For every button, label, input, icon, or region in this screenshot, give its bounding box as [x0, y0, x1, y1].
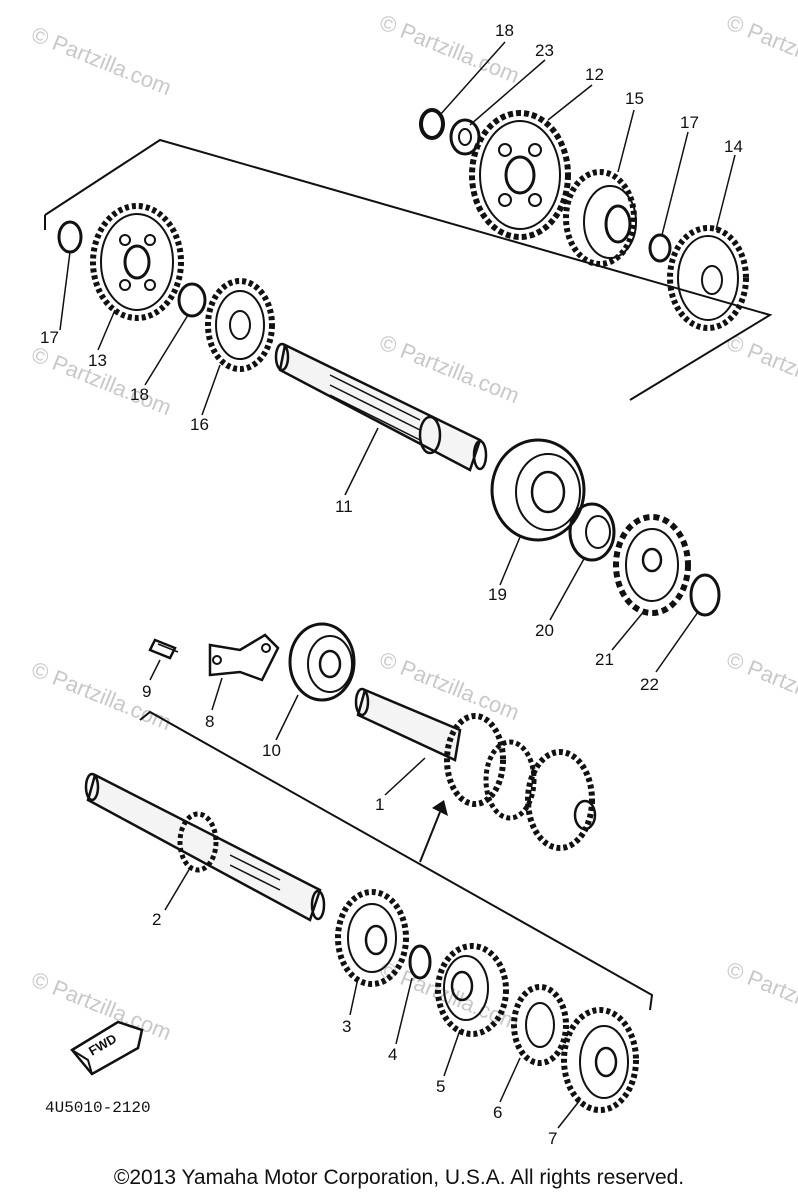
part-21-drive-sprocket[interactable]: [613, 514, 691, 616]
part-label-7: 7: [548, 1129, 557, 1148]
part-17-circlip[interactable]: [648, 233, 672, 263]
bracket-arrow-line: [419, 811, 441, 863]
assembly-bracket-lower: [139, 710, 654, 1011]
part-label-17-left: 17: [40, 328, 59, 347]
part-9-bolt[interactable]: [148, 638, 179, 660]
watermark: © Partzilla.com: [723, 9, 798, 88]
watermark: © Partzilla.com: [723, 646, 798, 725]
part-label-10: 10: [262, 741, 281, 760]
part-label-8: 8: [205, 712, 214, 731]
part-15-gear[interactable]: [563, 169, 637, 267]
part-label-3: 3: [342, 1017, 351, 1036]
part-5-gear[interactable]: [435, 943, 509, 1037]
part-label-15: 15: [625, 89, 644, 108]
part-10-bearing[interactable]: [288, 622, 356, 702]
copyright-notice: ©2013 Yamaha Motor Corporation, U.S.A. A…: [113, 1166, 685, 1189]
part-1-drive-axle[interactable]: [354, 687, 597, 851]
part-14-gear[interactable]: [667, 225, 749, 331]
part-8-stopper-plate[interactable]: [208, 633, 280, 682]
watermark: © Partzilla.com: [723, 956, 798, 1035]
part-label-18-left: 18: [130, 385, 149, 404]
part-label-9: 9: [142, 682, 151, 701]
part-17-circlip-left[interactable]: [57, 220, 83, 254]
part-22-circlip[interactable]: [689, 573, 721, 617]
bracket-arrow-head: [432, 800, 448, 816]
part-7-gear[interactable]: [561, 1007, 639, 1113]
part-6-gear[interactable]: [511, 984, 569, 1066]
part-label-1: 1: [375, 795, 384, 814]
watermark: © Partzilla.com: [376, 329, 523, 408]
part-label-20: 20: [535, 621, 554, 640]
part-label-21: 21: [595, 650, 614, 669]
part-label-16: 16: [190, 415, 209, 434]
fwd-arrow-icon: FWD: [70, 1020, 144, 1076]
part-label-18: 18: [495, 21, 514, 40]
part-label-4: 4: [388, 1045, 397, 1064]
part-18-circlip-left[interactable]: [177, 282, 207, 318]
part-label-2: 2: [152, 910, 161, 929]
part-label-14: 14: [724, 137, 743, 156]
part-label-11: 11: [335, 497, 353, 516]
part-3-gear[interactable]: [335, 889, 409, 987]
part-label-22: 22: [640, 675, 659, 694]
part-11-main-shaft[interactable]: [274, 342, 488, 472]
part-label-13-left: 13: [88, 351, 107, 370]
part-16-gear[interactable]: [205, 278, 275, 372]
part-labels: 18 23 12 15 17 14 17 13 18 16 11 19 20 2…: [40, 21, 743, 1148]
part-label-19: 19: [488, 585, 507, 604]
watermark: © Partzilla.com: [28, 21, 175, 100]
assembly-outline-upper: [44, 138, 773, 401]
part-label-6: 6: [493, 1103, 502, 1122]
part-label-12: 12: [585, 65, 604, 84]
part-label-17: 17: [680, 113, 699, 132]
watermark-group: © Partzilla.com © Partzilla.com © Partzi…: [28, 9, 798, 1045]
part-18-circlip[interactable]: [419, 108, 445, 140]
part-label-5: 5: [436, 1077, 445, 1096]
leader-lines: [59, 41, 736, 1129]
transmission-exploded-diagram: © Partzilla.com © Partzilla.com © Partzi…: [28, 9, 798, 1148]
part-4-circlip[interactable]: [408, 944, 432, 980]
watermark: © Partzilla.com: [28, 656, 175, 735]
watermark: © Partzilla.com: [723, 329, 798, 408]
part-13-gear[interactable]: [90, 203, 184, 321]
part-23-washer[interactable]: [449, 118, 481, 156]
part-20-collar[interactable]: [568, 502, 616, 562]
part-19-bearing[interactable]: [490, 438, 586, 542]
part-label-23: 23: [535, 41, 554, 60]
part-12-gear[interactable]: [469, 110, 571, 240]
part-2-main-axle[interactable]: [84, 772, 326, 922]
diagram-code: 4U5010-2120: [45, 1099, 151, 1117]
